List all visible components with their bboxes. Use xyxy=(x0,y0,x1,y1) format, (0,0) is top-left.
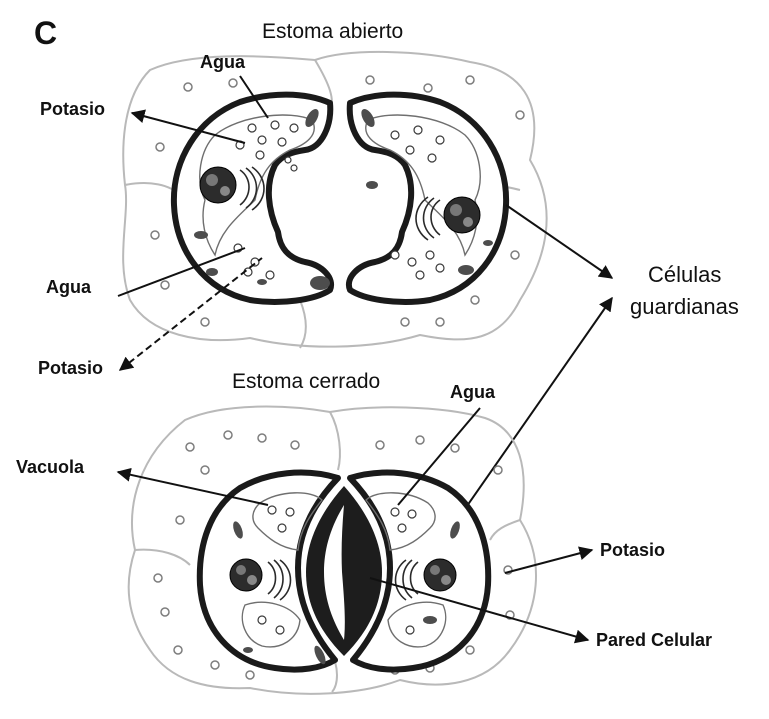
guard-cells-label-line1: Células xyxy=(648,262,721,287)
closed-label-vacuole: Vacuola xyxy=(16,457,85,477)
closed-label-water: Agua xyxy=(450,382,496,402)
open-stoma-group: Estoma abierto xyxy=(38,20,547,378)
pointer-closed-potassium xyxy=(505,550,592,573)
open-label-potassium-top: Potasio xyxy=(40,99,105,119)
closed-label-potassium: Potasio xyxy=(600,540,665,560)
open-label-potassium-bottom: Potasio xyxy=(38,358,103,378)
pointer-guard-cells-open xyxy=(506,205,612,278)
open-label-water-top: Agua xyxy=(200,52,246,72)
pointer-guard-cells-closed xyxy=(460,298,612,516)
guard-cell-right-open xyxy=(349,95,506,302)
panel-letter: C xyxy=(34,15,57,51)
open-label-water-left: Agua xyxy=(46,277,92,297)
closed-label-cell-wall: Pared Celular xyxy=(596,630,712,650)
guard-cell-left-open xyxy=(174,95,331,302)
closed-stoma-group: Estoma cerrado xyxy=(16,370,712,694)
closed-stoma-title: Estoma cerrado xyxy=(232,370,380,393)
guard-cells-label-line2: guardianas xyxy=(630,294,739,319)
open-stoma-title: Estoma abierto xyxy=(262,20,403,43)
